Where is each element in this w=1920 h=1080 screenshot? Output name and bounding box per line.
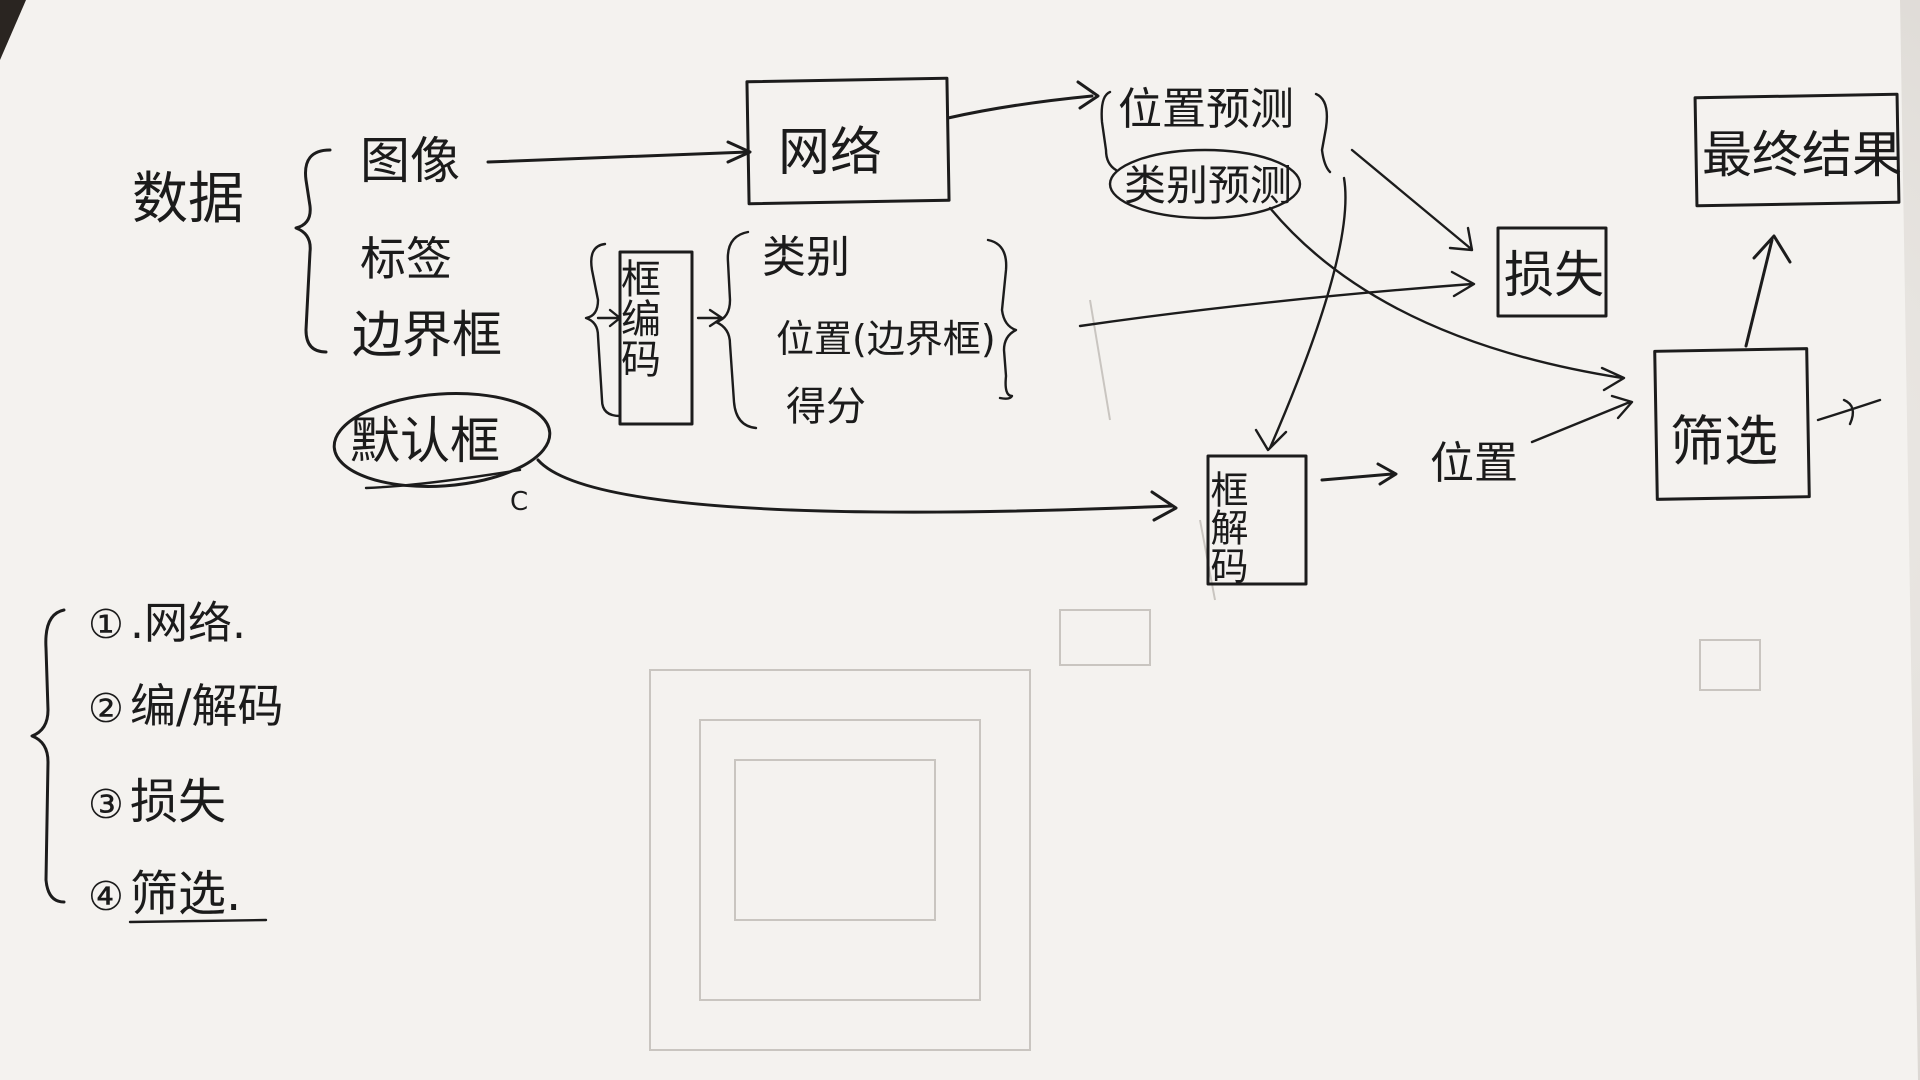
step-number-3: ③ [88, 782, 124, 828]
step-number-1: ① [88, 602, 124, 648]
encode-output-position: 位置(边界框) [776, 317, 996, 361]
filter-box [1653, 347, 1811, 501]
data-item-image: 图像 [360, 132, 460, 190]
prediction-position: 位置预测 [1118, 84, 1294, 135]
encode-bracket-left [584, 242, 622, 418]
step-item-1: ① .网络. [88, 598, 246, 649]
arrow-predictions-to-loss [1350, 148, 1474, 252]
encode-brace-left [714, 230, 758, 430]
final-result-box [1693, 92, 1901, 208]
network-box [745, 76, 951, 206]
box-decode-box [1206, 454, 1308, 586]
step-text-1: .网络. [130, 598, 246, 649]
step-text-3: 损失 [130, 774, 226, 830]
arrow-default-to-decode [536, 458, 1178, 522]
filter-side-mark [1816, 398, 1882, 426]
arrow-class-to-filter [1268, 206, 1626, 392]
data-brace [294, 148, 332, 354]
filter-label: 筛选 [1670, 410, 1778, 473]
arrow-position-to-filter [1530, 394, 1634, 444]
prediction-brace-left [1100, 90, 1118, 172]
arrow-filter-to-final [1744, 234, 1792, 348]
step-4-underline [128, 918, 268, 924]
step-item-2: ② 编/解码 [88, 679, 284, 733]
prediction-class-circle [1108, 148, 1302, 220]
loss-box [1496, 226, 1608, 318]
encode-output-score: 得分 [786, 384, 866, 430]
arrow-network-to-predictions [946, 94, 1094, 120]
arrow-decode-to-position [1320, 462, 1398, 486]
step-text-2: 编/解码 [130, 679, 284, 733]
step-number-4: ④ [88, 874, 124, 920]
box-encode-label: 框编码 [614, 258, 660, 378]
network-label: 网络 [778, 123, 882, 183]
encode-brace-right [986, 238, 1018, 400]
c-mark: C [510, 487, 528, 517]
arrow-encode-to-loss [1078, 270, 1476, 328]
prediction-brace-right [1314, 92, 1332, 174]
arrow-image-to-network [486, 150, 750, 164]
prediction-class: 类别预测 [1124, 161, 1292, 210]
box-encode-box [618, 250, 694, 426]
step-text-4: 筛选. [130, 866, 241, 922]
data-item-label: 标签 [360, 232, 452, 286]
final-result-label: 最终结果 [1702, 126, 1902, 184]
step-number-2: ② [88, 686, 124, 732]
paper-corner-shadow [0, 0, 26, 60]
encode-output-class: 类别 [762, 232, 850, 283]
step-item-4: ④ 筛选. [88, 866, 241, 922]
data-label: 数据 [132, 167, 244, 232]
step-item-3: ③ 损失 [88, 774, 226, 830]
default-box-label: 默认框 [350, 412, 500, 470]
default-box-circle [332, 391, 552, 489]
data-item-bbox: 边界框 [352, 306, 502, 364]
loss-label: 损失 [1504, 246, 1604, 304]
steps-brace [30, 608, 66, 904]
position-label: 位置 [1430, 438, 1518, 489]
box-decode-label: 框解码 [1204, 470, 1248, 584]
arrow-prediction-to-decode [1254, 176, 1347, 452]
